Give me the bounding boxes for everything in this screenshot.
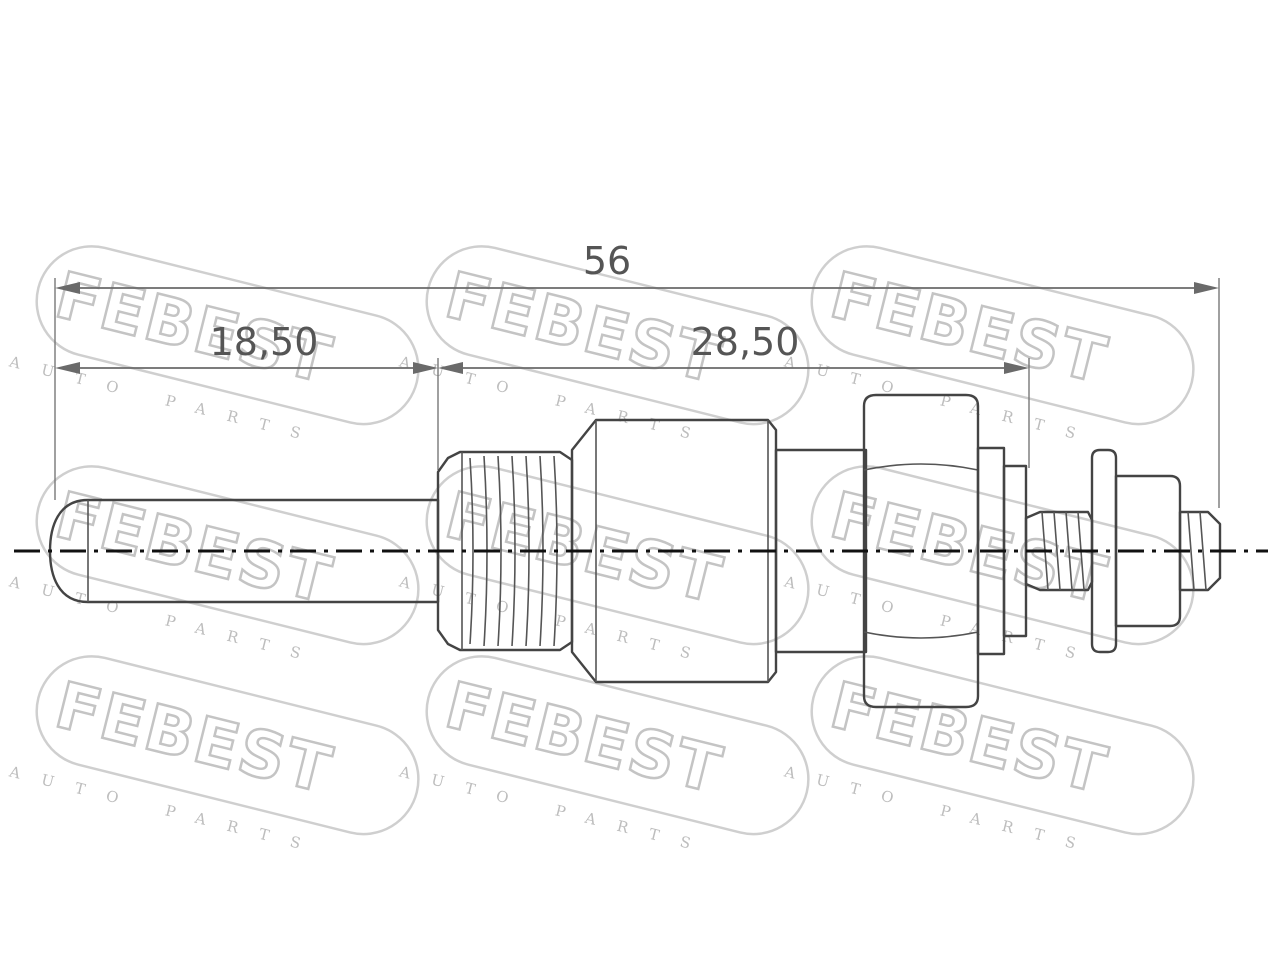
watermark-ring — [425, 655, 810, 836]
neck-section — [774, 448, 868, 654]
hex-nut — [862, 393, 980, 709]
watermark-ring — [35, 655, 420, 836]
dimension-tip: 18,50 — [55, 320, 439, 470]
terminal-end — [1178, 510, 1222, 592]
watermark-ring — [810, 465, 1195, 646]
collar — [976, 446, 1028, 656]
watermark-ring — [35, 245, 420, 426]
dimension-tip-label: 18,50 — [210, 320, 319, 364]
heater-tip — [48, 498, 440, 604]
watermark-ring — [810, 655, 1195, 836]
dimension-body: 28,50 — [438, 320, 1030, 468]
dimension-body-label: 28,50 — [691, 320, 800, 364]
dimension-overall-label: 56 — [583, 239, 631, 283]
terminal-nut — [1090, 448, 1182, 654]
dimension-overall: 56 — [54, 239, 1220, 508]
watermark-ring — [425, 465, 810, 646]
